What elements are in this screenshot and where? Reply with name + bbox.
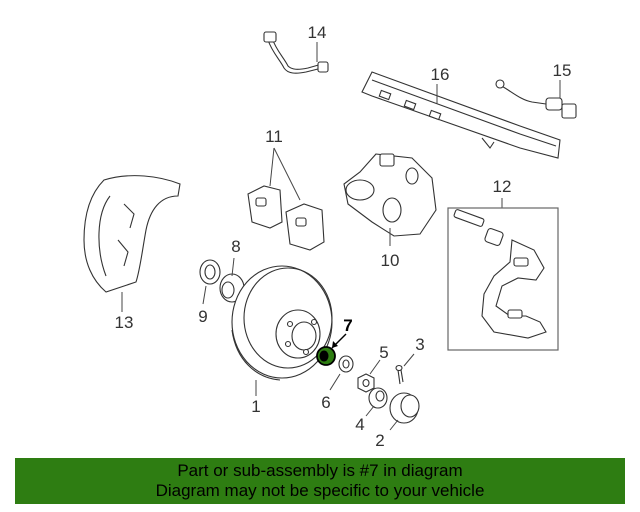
- label-12: 12: [493, 177, 512, 196]
- part-3-cotter-pin[interactable]: [395, 364, 404, 385]
- part-16-sensor-rail[interactable]: [361, 71, 561, 159]
- label-2: 2: [375, 431, 384, 450]
- label-11: 11: [265, 127, 283, 146]
- label-13: 13: [115, 313, 134, 332]
- part-4-nut-lock[interactable]: [368, 387, 388, 409]
- banner-line-2: Diagram may not be specific to your vehi…: [155, 481, 485, 500]
- part-10-caliper-housing[interactable]: [343, 153, 437, 237]
- label-1: 1: [251, 397, 260, 416]
- label-16: 16: [431, 65, 450, 84]
- label-4: 4: [355, 415, 364, 434]
- part-13-dust-shield[interactable]: [83, 175, 181, 293]
- part-7-highlighted[interactable]: [316, 346, 336, 366]
- part-14-brake-hose[interactable]: [263, 31, 329, 74]
- label-15: 15: [553, 61, 572, 80]
- info-banner: Part or sub-assembly is #7 in diagram Di…: [15, 458, 625, 504]
- part-6-washer[interactable]: [338, 355, 354, 373]
- part-5-nut[interactable]: [357, 373, 375, 393]
- part-12-caliper-bracket[interactable]: [453, 209, 547, 339]
- part-11-brake-pads[interactable]: [247, 185, 325, 251]
- part-15-wear-sensor[interactable]: [495, 79, 577, 119]
- part-9-seal[interactable]: [199, 259, 221, 285]
- part-1-brake-rotor[interactable]: [231, 265, 333, 381]
- label-9: 9: [198, 307, 207, 326]
- label-6: 6: [321, 393, 330, 412]
- banner-line-1: Part or sub-assembly is #7 in diagram: [177, 461, 463, 480]
- label-5: 5: [379, 343, 388, 362]
- label-3: 3: [415, 335, 424, 354]
- label-7: 7: [343, 316, 352, 335]
- label-10: 10: [381, 251, 400, 270]
- label-14: 14: [308, 23, 327, 42]
- label-8: 8: [231, 237, 240, 256]
- part-2-hub-cap[interactable]: [389, 392, 420, 424]
